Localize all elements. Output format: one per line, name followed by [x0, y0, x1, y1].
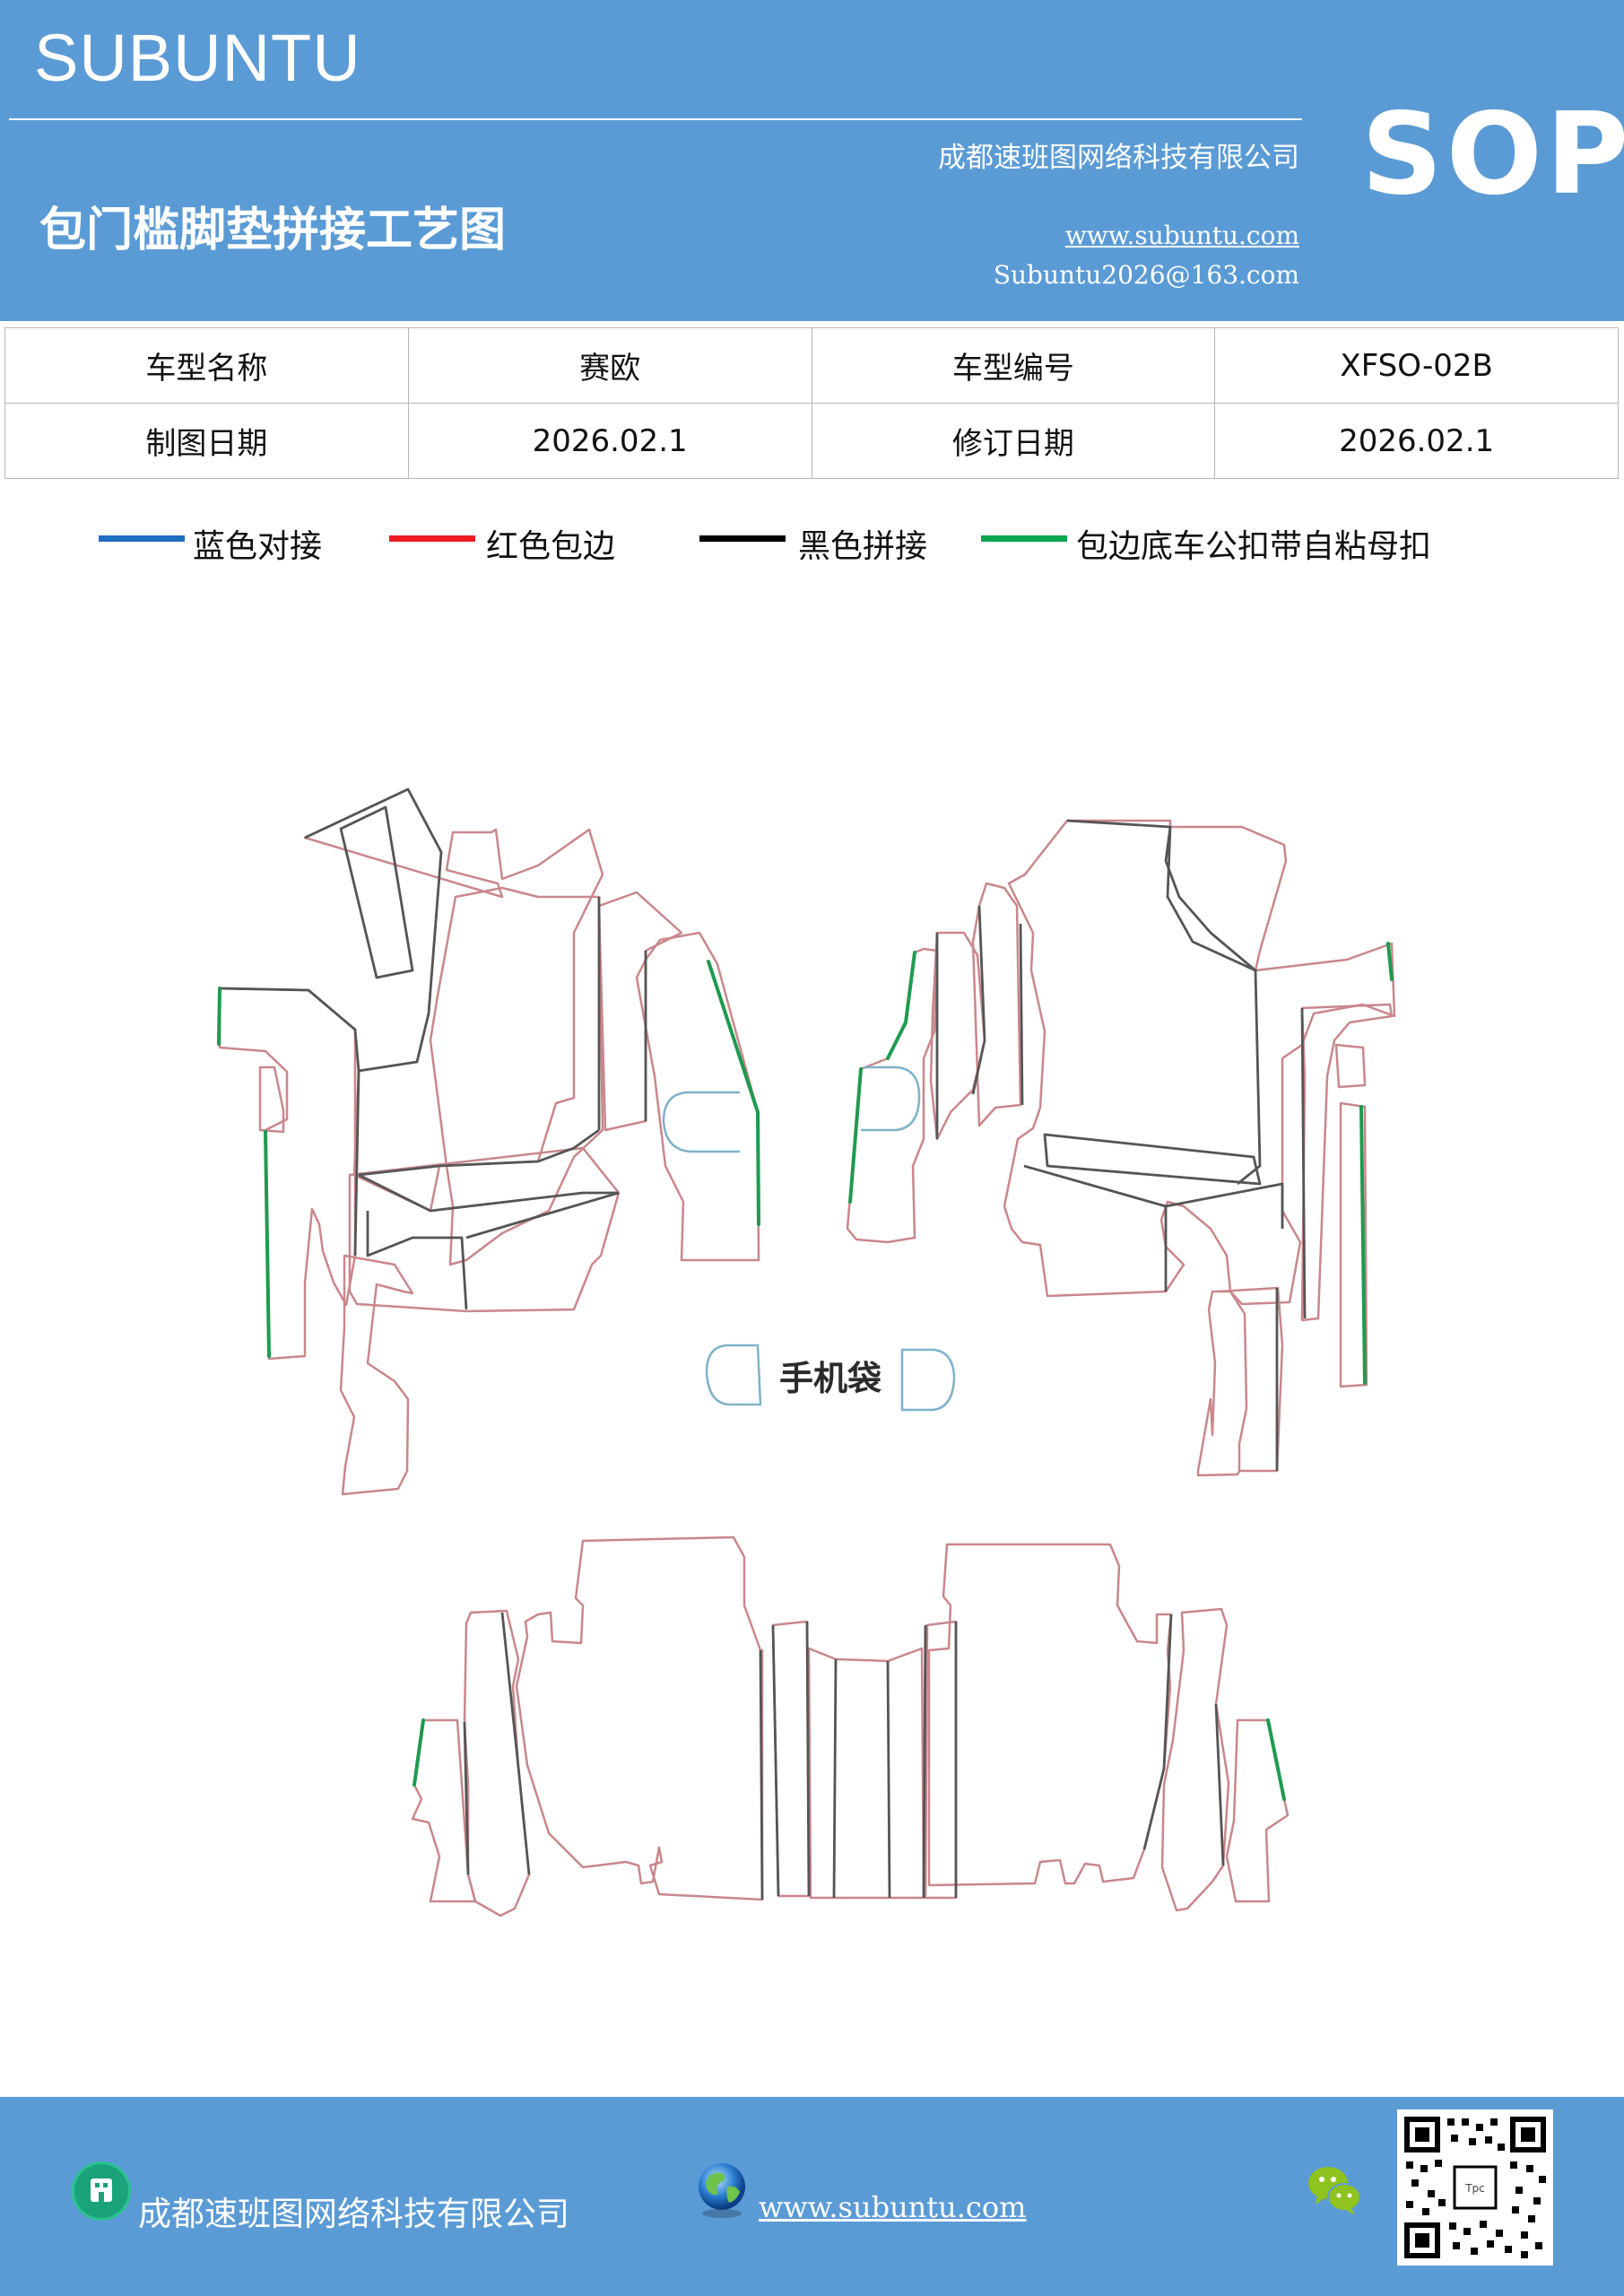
- seam-line: [1300, 1007, 1307, 1319]
- green-edge: [707, 960, 760, 1226]
- green-edge: [413, 1718, 425, 1787]
- legend-swatch-blue: [99, 535, 185, 542]
- seam-line: [971, 905, 986, 1095]
- seam-line: [1043, 1133, 1262, 1186]
- seam-line: [1214, 1703, 1225, 1866]
- header-website-link[interactable]: www.subuntu.com: [1064, 221, 1299, 250]
- seam-line: [759, 1649, 764, 1900]
- seam-line: [358, 1173, 619, 1213]
- pattern-piece: [258, 1065, 285, 1134]
- seam-line: [1066, 819, 1262, 1186]
- pocket-marker-left: [705, 1344, 762, 1406]
- header-banner: SUBUNTU 成都速班图网络科技有限公司 包门槛脚垫拼接工艺图 www.sub…: [0, 0, 1624, 321]
- green-edge: [264, 1130, 271, 1358]
- pattern-piece: [515, 1535, 764, 1901]
- qr-code-icon: Tpc: [1397, 2109, 1553, 2266]
- footer-banner: 成都速班图网络科技有限公司 www.subuntu.com: [0, 2097, 1624, 2296]
- legend-swatch-black: [699, 535, 786, 542]
- page-title: 包门槛脚垫拼接工艺图: [39, 203, 507, 257]
- pattern-piece: [929, 931, 986, 1141]
- seam-line: [1019, 923, 1024, 1106]
- seam-line: [832, 1658, 838, 1899]
- green-edge: [217, 987, 221, 1046]
- legend-label-green: 包边底车公扣带自粘母扣: [1076, 528, 1432, 565]
- value-drawing-date: 2026.02.1: [407, 403, 812, 479]
- table-row: 制图日期 2026.02.1 修订日期 2026.02.1: [4, 403, 1619, 479]
- pattern-piece: [1300, 1003, 1394, 1322]
- phone-pocket-label: 手机袋: [779, 1359, 881, 1398]
- seam-line: [1023, 1164, 1284, 1229]
- pattern-piece: [348, 1146, 621, 1313]
- pattern-piece: [1160, 1607, 1230, 1912]
- table-row: 车型名称 赛欧 车型编号 XFSO-02B: [4, 327, 1619, 404]
- green-edge: [1266, 1718, 1286, 1801]
- footer-website-link[interactable]: www.subuntu.com: [759, 2190, 1027, 2224]
- seam-line: [1164, 826, 1256, 972]
- pattern-piece: [429, 886, 604, 1266]
- seam-line: [886, 1660, 891, 1899]
- legend-label-blue: 蓝色对接: [193, 528, 323, 565]
- pattern-piece: [927, 1543, 1173, 1887]
- sop-badge: SOP: [1361, 88, 1624, 220]
- label-model-code: 车型编号: [811, 327, 1216, 404]
- seam-line: [358, 1128, 600, 1177]
- value-model-name: 赛欧: [407, 327, 812, 404]
- green-edge: [848, 1067, 863, 1204]
- green-edge: [1386, 942, 1394, 981]
- seam-line: [465, 1191, 620, 1239]
- value-revision-date: 2026.02.1: [1214, 403, 1619, 479]
- value-model-code: XFSO-02B: [1214, 327, 1619, 404]
- legend-label-black: 黑色拼接: [798, 528, 928, 565]
- pattern-piece: [1225, 1718, 1290, 1903]
- header-divider: [9, 118, 1302, 120]
- pattern-piece: [1339, 1101, 1368, 1388]
- green-edge: [1359, 1105, 1367, 1385]
- seam-line: [339, 805, 414, 979]
- label-drawing-date: 制图日期: [4, 403, 409, 479]
- seam-line: [500, 1612, 531, 1875]
- wechat-icon: [1305, 2160, 1364, 2219]
- pattern-piece: [463, 1609, 531, 1918]
- pattern-piece: [846, 947, 939, 1244]
- legend-swatch-green: [981, 535, 1067, 542]
- seam-line: [463, 1721, 470, 1875]
- pattern-piece: [1334, 1043, 1367, 1089]
- pattern-piece: [1219, 1286, 1284, 1473]
- header-company-name: 成都速班图网络科技有限公司: [938, 142, 1299, 174]
- pattern-piece: [1003, 819, 1396, 1306]
- pattern-piece: [807, 1647, 925, 1900]
- pattern-piece: [218, 987, 357, 1361]
- label-revision-date: 修订日期: [811, 403, 1216, 479]
- pattern-piece: [597, 891, 683, 1132]
- svg-text:Tpc: Tpc: [1464, 2182, 1485, 2195]
- seam-line: [805, 1621, 811, 1897]
- pattern-piece: [971, 882, 1022, 1127]
- pattern-piece: [303, 787, 604, 1213]
- building-icon: [72, 2161, 131, 2221]
- label-model-name: 车型名称: [4, 327, 409, 404]
- seam-line: [366, 1211, 468, 1310]
- vehicle-info-table: 车型名称 赛欧 车型编号 XFSO-02B 制图日期 2026.02.1 修订日…: [4, 327, 1619, 479]
- pattern-piece: [339, 1254, 414, 1496]
- seam-line: [1142, 1613, 1173, 1850]
- blue-joint-marker: [662, 1091, 740, 1153]
- globe-icon: [691, 2160, 752, 2221]
- green-edge: [886, 951, 916, 1060]
- legend-swatch-red: [389, 535, 475, 542]
- floor-mat-pattern-drawing: 手机袋: [217, 787, 1396, 1918]
- footer-company-name: 成都速班图网络科技有限公司: [138, 2195, 569, 2233]
- pocket-marker-right: [900, 1348, 956, 1412]
- seam-line: [771, 1624, 780, 1897]
- header-email[interactable]: Subuntu2026@163.com: [993, 260, 1299, 290]
- pattern-piece: [1196, 1290, 1248, 1477]
- seam-line: [353, 1070, 360, 1257]
- legend-label-red: 红色包边: [486, 528, 616, 565]
- blue-joint-marker: [861, 1065, 921, 1132]
- seam-line: [922, 1624, 927, 1899]
- pattern-piece: [635, 931, 760, 1262]
- seam-line: [219, 787, 443, 1073]
- brand-logo-text: SUBUNTU: [34, 21, 361, 95]
